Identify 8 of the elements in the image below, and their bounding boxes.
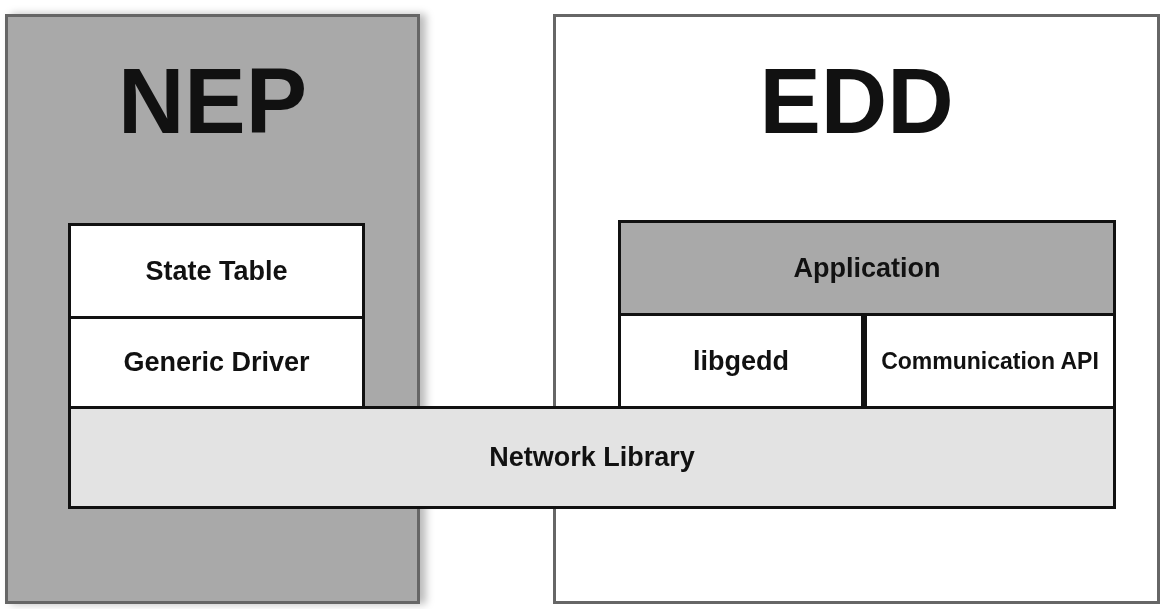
layer-box: Network Library — [68, 406, 1116, 509]
layer-box: State Table — [68, 223, 365, 319]
panel-title: NEP — [116, 55, 309, 147]
layer-box: libgedd — [618, 313, 864, 409]
layer-box: Communication API — [864, 313, 1116, 409]
layer-box: Application — [618, 220, 1116, 316]
panel-title: EDD — [758, 55, 955, 147]
layer-box: Generic Driver — [68, 316, 365, 409]
